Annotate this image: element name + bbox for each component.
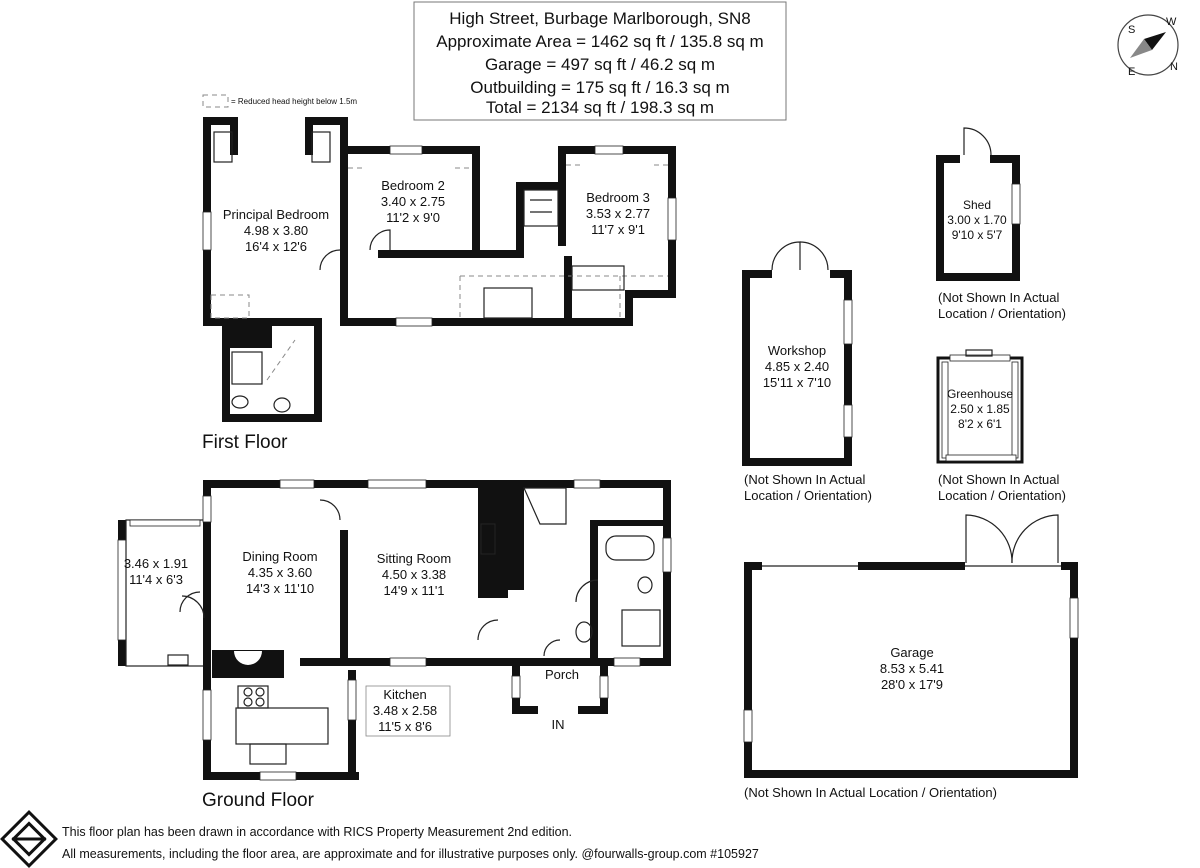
principal-bedroom-name: Principal Bedroom	[223, 207, 329, 222]
kitchen-imperial: 11'5 x 8'6	[378, 719, 432, 734]
shed-name: Shed	[963, 198, 991, 212]
garage-metric: 8.53 x 5.41	[880, 661, 944, 676]
legend: = Reduced head height below 1.5m	[202, 94, 357, 108]
compass-e: E	[1128, 66, 1135, 78]
workshop-plan	[742, 241, 853, 466]
bedroom2-imperial: 11'2 x 9'0	[386, 210, 440, 225]
workshop-metric: 4.85 x 2.40	[765, 359, 829, 374]
shed-plan	[936, 127, 1021, 281]
address-line: High Street, Burbage Marlborough, SN8	[449, 9, 750, 28]
ground-floor-title: Ground Floor	[202, 790, 315, 811]
legend-label: = Reduced head height below 1.5m	[231, 97, 357, 106]
bedroom3-imperial: 11'7 x 9'1	[591, 222, 645, 237]
garage-area-line: Garage = 497 sq ft / 46.2 sq m	[485, 55, 715, 74]
compass-n: N	[1170, 61, 1178, 73]
conservatory-metric: 3.46 x 1.91	[124, 556, 188, 571]
first-floor-title: First Floor	[202, 432, 288, 453]
outbuilding-area-line: Outbuilding = 175 sq ft / 16.3 sq m	[470, 78, 729, 97]
porch-name: Porch	[545, 667, 579, 682]
area-summary-box: High Street, Burbage Marlborough, SN8 Ap…	[413, 1, 787, 121]
bedroom3-metric: 3.53 x 2.77	[586, 206, 650, 221]
greenhouse-note-1: (Not Shown In Actual	[938, 472, 1060, 487]
greenhouse-imperial: 8'2 x 6'1	[958, 417, 1002, 431]
dining-room-metric: 4.35 x 3.60	[248, 565, 312, 580]
garage-plan	[743, 514, 1079, 778]
shed-note-2: Location / Orientation)	[938, 306, 1066, 321]
entrance-label: IN	[552, 717, 565, 732]
greenhouse-metric: 2.50 x 1.85	[950, 402, 1010, 416]
compass-icon: S W E N	[1117, 14, 1179, 78]
garage-note: (Not Shown In Actual Location / Orientat…	[744, 785, 997, 800]
greenhouse-plan	[936, 349, 1024, 464]
dining-room-imperial: 14'3 x 11'10	[246, 581, 314, 596]
sitting-room-imperial: 14'9 x 11'1	[383, 583, 444, 598]
compass-w: W	[1166, 16, 1177, 28]
reduced-height-swatch	[202, 94, 229, 108]
shed-note-1: (Not Shown In Actual	[938, 290, 1060, 305]
conservatory-imperial: 11'4 x 6'3	[129, 572, 183, 587]
bedroom2-name: Bedroom 2	[381, 178, 445, 193]
compass-s: S	[1128, 24, 1135, 36]
workshop-name: Workshop	[768, 343, 826, 358]
kitchen-label-box	[365, 685, 451, 737]
total-area-line: Total = 2134 sq ft / 198.3 sq m	[486, 98, 714, 117]
principal-bedroom-metric: 4.98 x 3.80	[244, 223, 308, 238]
greenhouse-name: Greenhouse	[947, 387, 1013, 401]
first-floor-plan	[202, 117, 677, 422]
bedroom2-metric: 3.40 x 2.75	[381, 194, 445, 209]
principal-bedroom-imperial: 16'4 x 12'6	[245, 239, 307, 254]
garage-imperial: 28'0 x 17'9	[881, 677, 943, 692]
footer-disclaimer: All measurements, including the floor ar…	[62, 847, 759, 861]
bedroom3-name: Bedroom 3	[586, 190, 650, 205]
dining-room-name: Dining Room	[242, 549, 317, 564]
company-logo-icon	[0, 810, 58, 868]
garage-name: Garage	[890, 645, 933, 660]
footer-rics-note: This floor plan has been drawn in accord…	[62, 825, 572, 839]
workshop-note-2: Location / Orientation)	[744, 488, 872, 503]
shed-imperial: 9'10 x 5'7	[952, 228, 1003, 242]
workshop-imperial: 15'11 x 7'10	[763, 375, 831, 390]
approx-area-line: Approximate Area = 1462 sq ft / 135.8 sq…	[436, 32, 763, 51]
sitting-room-metric: 4.50 x 3.38	[382, 567, 446, 582]
kitchen-metric: 3.48 x 2.58	[373, 703, 437, 718]
sitting-room-name: Sitting Room	[377, 551, 451, 566]
workshop-note-1: (Not Shown In Actual	[744, 472, 866, 487]
kitchen-name: Kitchen	[383, 687, 426, 702]
shed-metric: 3.00 x 1.70	[947, 213, 1007, 227]
greenhouse-note-2: Location / Orientation)	[938, 488, 1066, 503]
ground-floor-plan	[117, 479, 672, 781]
